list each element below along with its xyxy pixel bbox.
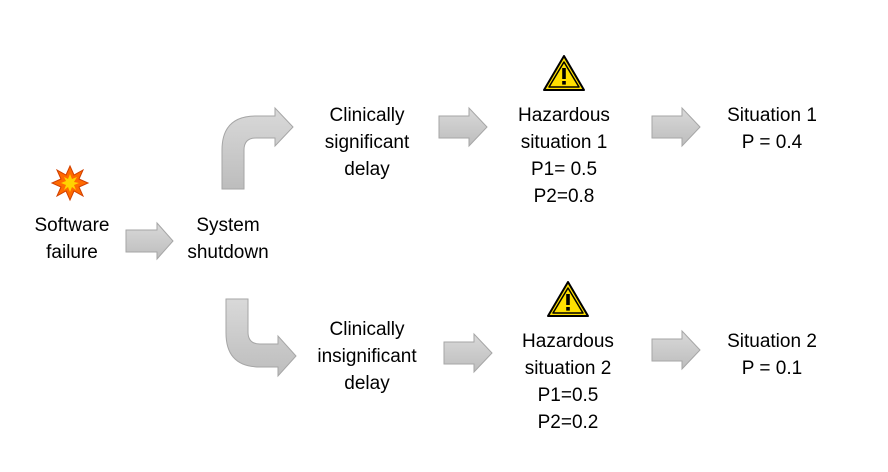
node-system-shutdown: System shutdown [168, 212, 288, 266]
node-line: Situation 1 [727, 105, 817, 126]
node-line: P = 0.1 [741, 358, 803, 379]
node-line: significant [324, 132, 410, 153]
node-hazardous-situation-1: Hazardous situation 1 P1= 0.5 P2=0.8 [504, 102, 624, 210]
node-line: Situation 2 [727, 331, 817, 352]
warning-triangle-icon [543, 55, 585, 91]
node-situation-2: Situation 2 P = 0.1 [712, 328, 832, 382]
node-line: P2=0.2 [537, 412, 599, 433]
warning-triangle-icon [547, 281, 589, 317]
node-line: shutdown [187, 242, 269, 263]
node-line: Hazardous [522, 331, 614, 352]
arrow-failure-to-shutdown [125, 221, 174, 261]
arrow-insig-delay-to-hazard-2 [443, 332, 493, 374]
node-line: P1=0.5 [537, 385, 599, 406]
node-line: Hazardous [518, 105, 610, 126]
node-situation-1: Situation 1 P = 0.4 [712, 102, 832, 156]
node-line: delay [344, 373, 390, 394]
node-line: System [196, 215, 260, 236]
node-insignificant-delay: Clinically insignificant delay [302, 316, 432, 397]
node-line: P = 0.4 [741, 132, 803, 153]
node-line: insignificant [317, 346, 417, 367]
arrow-sig-delay-to-hazard-1 [438, 106, 488, 148]
node-hazardous-situation-2: Hazardous situation 2 P1=0.5 P2=0.2 [508, 328, 628, 436]
node-line: failure [46, 242, 98, 263]
node-line: P2=0.8 [533, 186, 595, 207]
node-line: situation 2 [524, 358, 612, 379]
bent-arrow-down [225, 298, 297, 378]
arrow-hazard-1-to-situation-1 [651, 106, 701, 148]
node-line: Software [34, 215, 110, 236]
node-line: Clinically [329, 105, 405, 126]
explosion-icon [50, 164, 90, 202]
node-significant-delay: Clinically significant delay [302, 102, 432, 183]
node-line: P1= 0.5 [530, 159, 598, 180]
node-line: Clinically [329, 319, 405, 340]
node-line: delay [344, 159, 390, 180]
arrow-hazard-2-to-situation-2 [651, 329, 701, 371]
node-software-failure: Software failure [12, 212, 132, 266]
node-line: situation 1 [520, 132, 608, 153]
bent-arrow-up [221, 106, 294, 190]
